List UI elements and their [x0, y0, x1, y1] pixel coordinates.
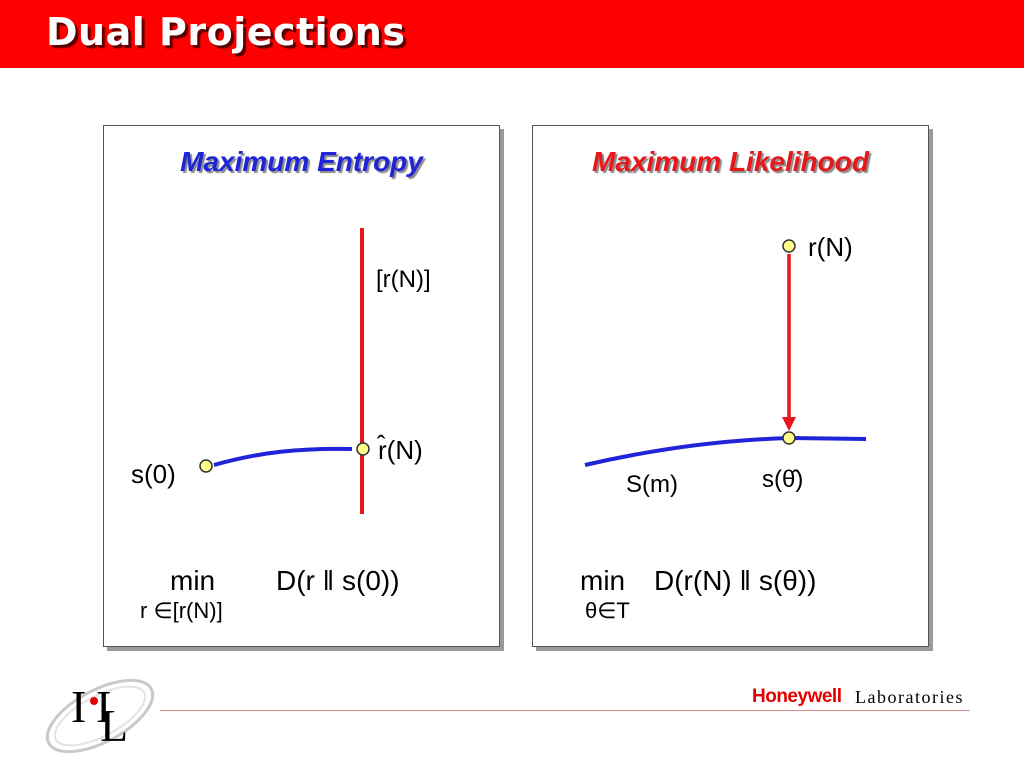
maximum-likelihood-title: Maximum Likelihood — [592, 146, 869, 177]
data-point-rN — [782, 239, 796, 253]
likelihood-min-label: min — [580, 565, 625, 596]
entropy-projection-curve — [213, 446, 353, 467]
title-bar: Dual Projections — [0, 0, 1024, 68]
maximum-entropy-panel: Maximum Entropy — [103, 125, 500, 647]
entropy-min-subscript: r ∈[r(N)] — [140, 598, 223, 623]
slide-title: Dual Projections — [46, 10, 406, 54]
start-point-label: s(0) — [131, 459, 176, 489]
laboratories-label: Laboratories — [855, 687, 964, 707]
entropy-min-label: min — [170, 565, 215, 596]
logo-letter-h: I — [71, 681, 86, 732]
data-point-label: r(N) — [808, 232, 853, 262]
logo-dot — [90, 697, 98, 705]
projected-point-rhat — [356, 442, 370, 456]
entropy-objective: D(r ‖ s(0)) — [276, 565, 400, 596]
constraint-set-label: [r(N)] — [376, 266, 431, 293]
projected-point-label: r̂(N) — [376, 435, 423, 465]
logo-letter-h2: I — [96, 681, 111, 732]
logo-swoosh-outer — [45, 678, 155, 754]
logo-swoosh-inner — [53, 685, 147, 747]
manifold-label: S(m) — [626, 471, 678, 498]
maximum-entropy-title: Maximum Entropy — [180, 146, 423, 177]
estimate-point-label: s(θ̂) — [762, 466, 803, 493]
honeywell-brand: Honeywell — [752, 686, 842, 707]
hl-logo: I L I — [45, 678, 155, 754]
footer-divider — [160, 710, 970, 711]
maximum-likelihood-panel: Maximum Likelihood — [532, 125, 929, 647]
estimate-point-s-theta-hat — [782, 431, 796, 445]
likelihood-min-subscript: θ∈T — [585, 598, 630, 623]
logo-letter-l: L — [100, 700, 128, 751]
start-point-s0 — [199, 459, 213, 473]
likelihood-objective: D(r(N) ‖ s(θ)) — [654, 565, 816, 596]
model-manifold-curve — [584, 435, 867, 467]
